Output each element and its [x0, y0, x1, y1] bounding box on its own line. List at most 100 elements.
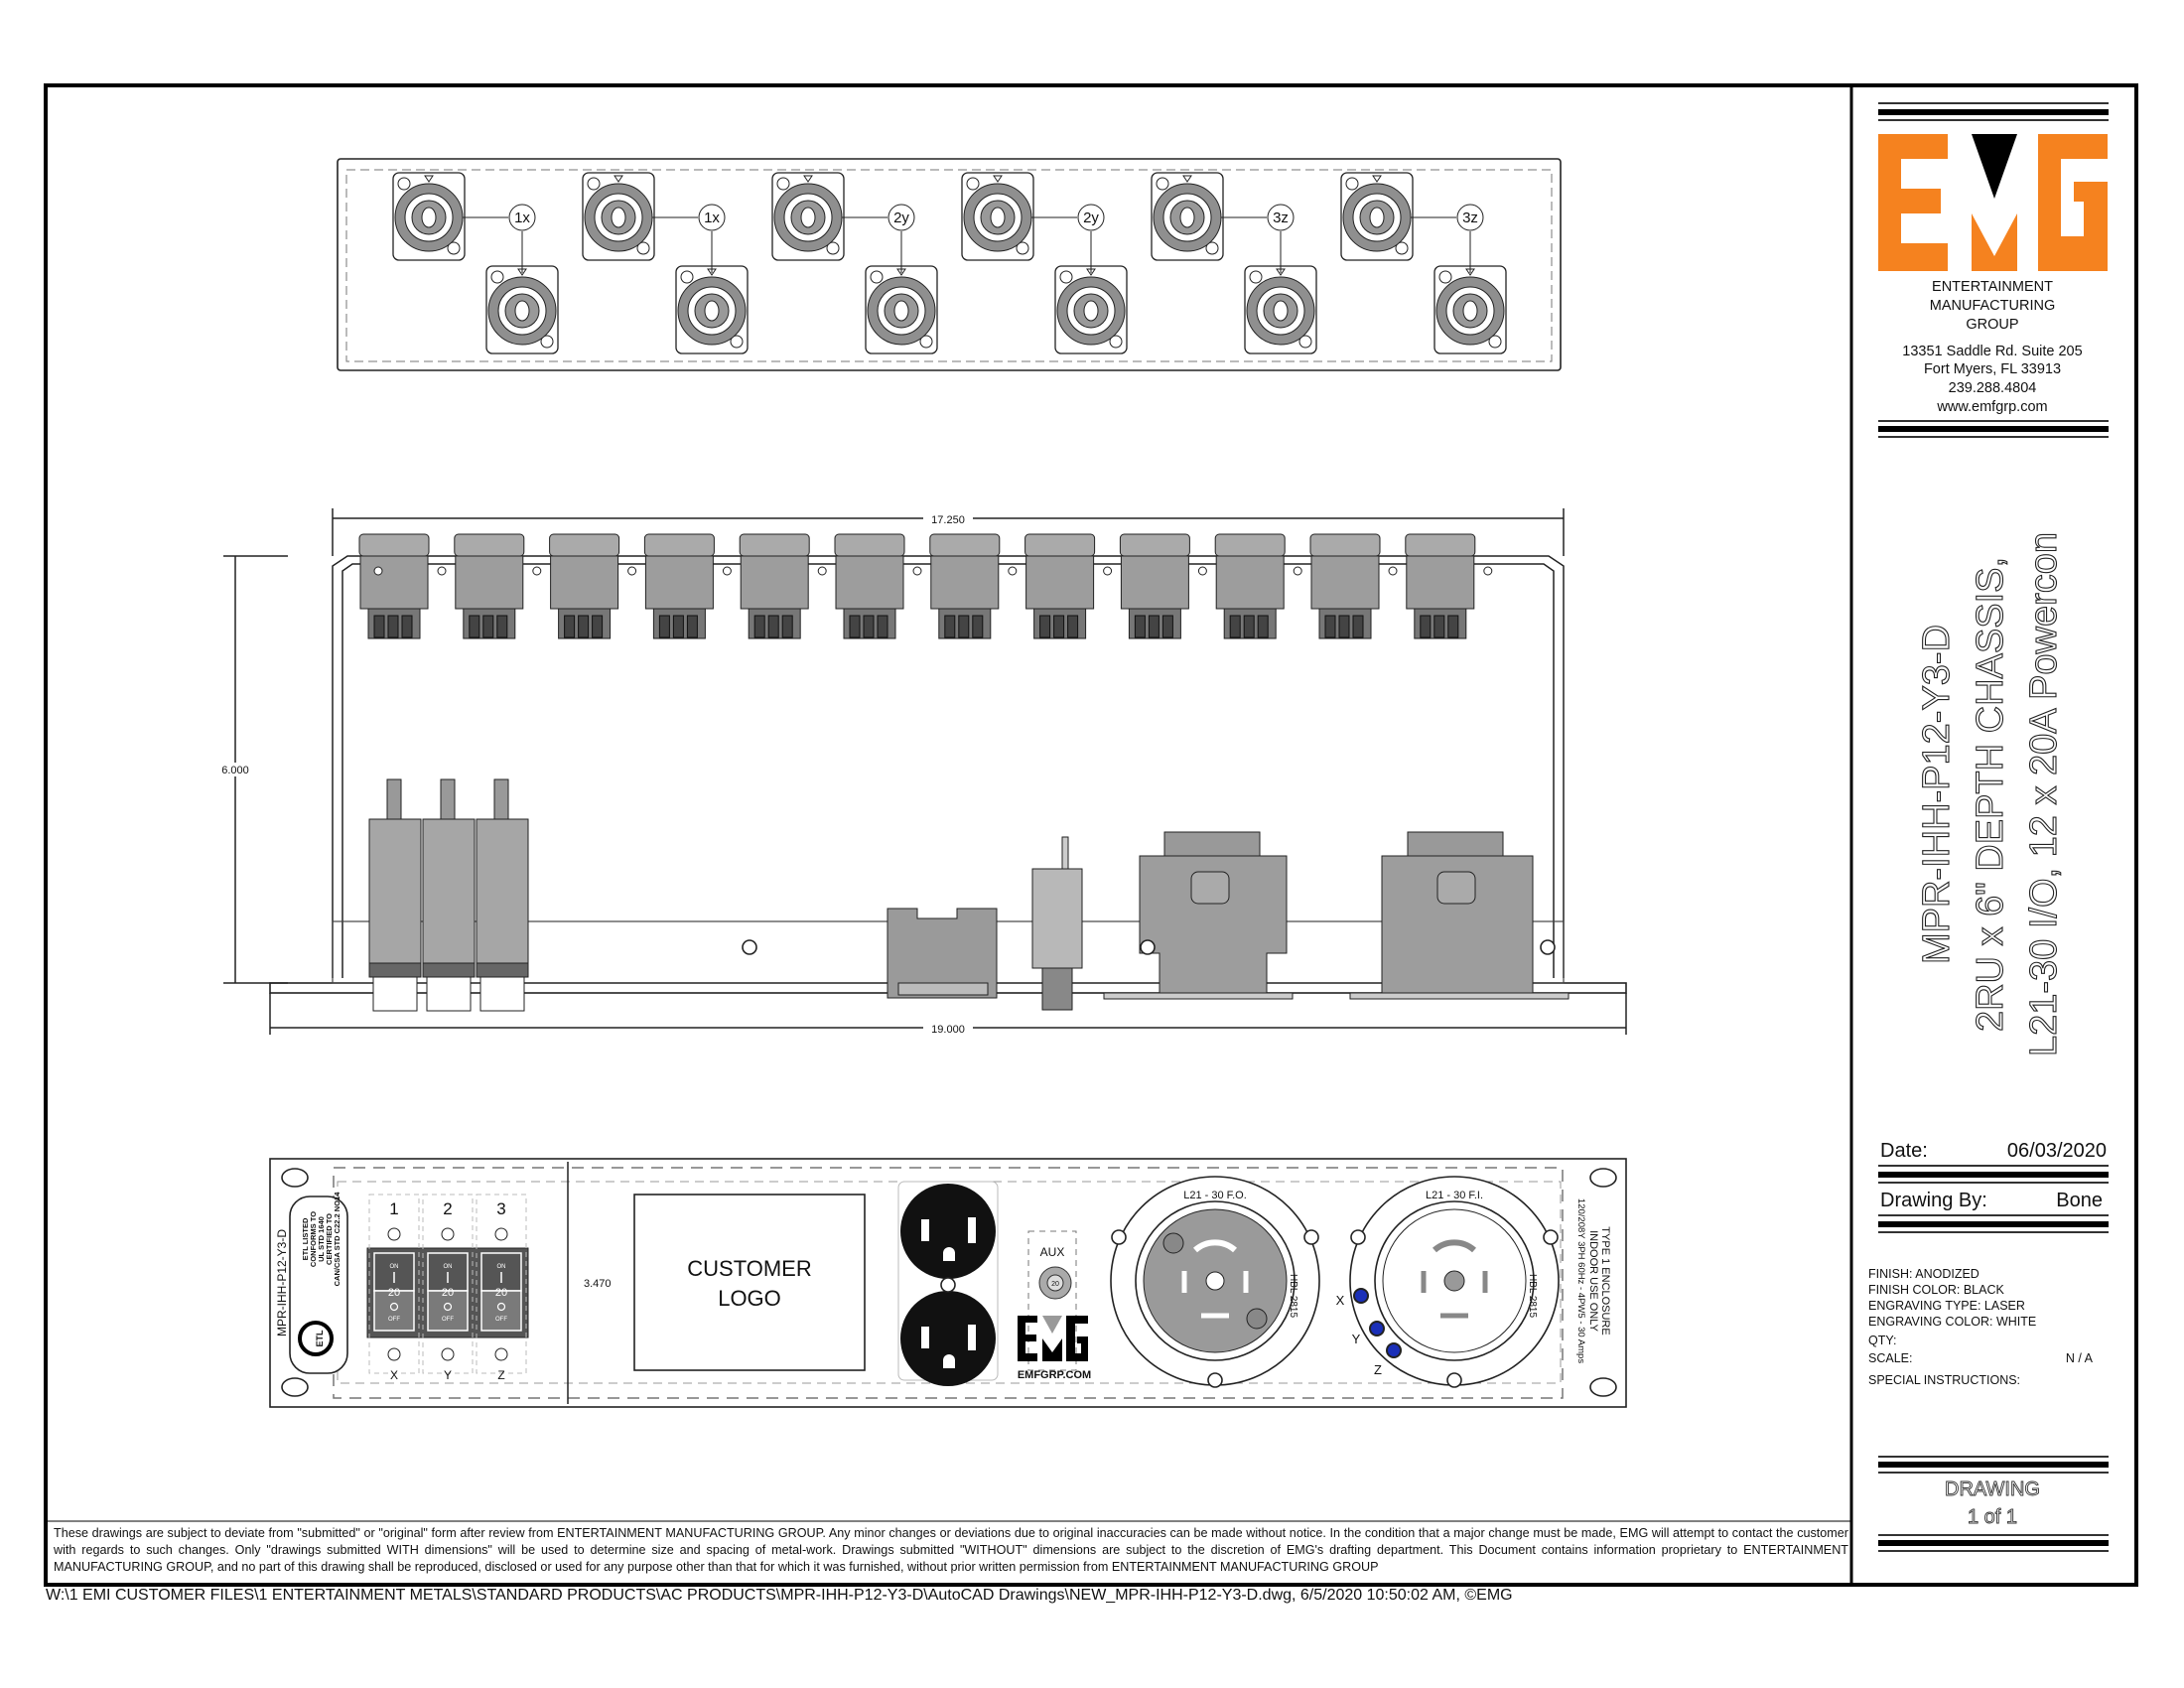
outlet-receptacle	[900, 1291, 996, 1386]
indicator-label: X	[1336, 1293, 1345, 1308]
powercon-connector[interactable]	[961, 172, 1034, 261]
powercon-body	[1309, 533, 1381, 639]
breaker-rating: 20	[442, 1287, 454, 1299]
panel-emg-logo: EMFGRP.COM	[1018, 1316, 1091, 1381]
powercon-connector[interactable]	[865, 265, 938, 354]
breaker-on-label: ON	[444, 1264, 453, 1270]
title-rule	[1878, 102, 2109, 121]
circuit-breakers-side	[368, 778, 529, 1012]
circuit-callout	[1456, 204, 1484, 231]
etl-line: UL STD 1640	[317, 1216, 326, 1262]
website-link[interactable]: www.emfgrp.com	[1936, 399, 2047, 415]
enclosure-rating: TYPE 1 ENCLOSURE INDOOR USE ONLY 120/208…	[1575, 1198, 1611, 1363]
mount-screw	[817, 566, 827, 576]
powercon-connector[interactable]	[1244, 265, 1317, 354]
mount-screw	[1388, 566, 1398, 576]
mount-screw	[1103, 566, 1113, 576]
breaker-rating: 20	[495, 1287, 507, 1299]
dimension-text: 19.000	[931, 1024, 965, 1036]
breaker-phase-label: X	[390, 1368, 398, 1382]
input-connector-label: L21 - 30 F.I.	[1426, 1190, 1483, 1201]
dimension-depth: 6.000	[213, 555, 288, 984]
dimension-height: 3.470	[567, 1162, 612, 1404]
enclosure-line: INDOOR USE ONLY	[1587, 1230, 1599, 1333]
powercon-body	[549, 533, 620, 639]
dimension-inner-width: 17.250	[332, 508, 1565, 556]
powercon-body	[834, 533, 905, 639]
mount-screw	[373, 566, 383, 576]
rear-panel-view: 1x 1x 2y 2y 3z 3z	[337, 158, 1562, 371]
title-rule	[1878, 1165, 2109, 1184]
powercon-connector[interactable]	[1054, 265, 1128, 354]
breaker-on-label: ON	[497, 1264, 506, 1270]
duplex-outlet[interactable]	[897, 1181, 999, 1386]
circuit-label: 3z	[1462, 210, 1478, 226]
breaker-phase-label: Y	[444, 1368, 452, 1382]
breaker-off-label: OFF	[388, 1317, 400, 1323]
circuit-callout	[508, 204, 536, 231]
title-rule	[1878, 1214, 2109, 1233]
mount-screw	[532, 566, 542, 576]
powercon-body	[1214, 533, 1286, 639]
breaker-side	[368, 778, 422, 1012]
powercon-connector[interactable]	[1151, 172, 1224, 261]
fuse-rating: 20	[1051, 1281, 1059, 1288]
emg-logo	[1878, 134, 2108, 271]
drawing-title-line: L21-30 I/O, 12 x 20A Powercon	[2023, 532, 2065, 1056]
address-line: Fort Myers, FL 33913	[1924, 361, 2061, 377]
powercon-body	[1119, 533, 1190, 639]
address-line: 13351 Saddle Rd. Suite 205	[1902, 344, 2082, 359]
breaker-on-label: ON	[390, 1264, 399, 1270]
breaker-number: 3	[496, 1199, 505, 1218]
phone-number: 239.288.4804	[1949, 380, 2037, 396]
connector-part-label: HBL 2815	[1288, 1274, 1298, 1319]
customer-logo-line: CUSTOMER	[687, 1256, 812, 1281]
etl-line: CONFORMS TO	[309, 1211, 318, 1267]
powercon-connector[interactable]	[392, 172, 466, 261]
powercon-body	[643, 533, 715, 639]
title-rule	[1878, 1534, 2109, 1552]
indicator-light-y	[1369, 1321, 1385, 1336]
circuit-callout	[1267, 204, 1295, 231]
powercon-connector[interactable]	[771, 172, 845, 261]
title-block: ENTERTAINMENT MANUFACTURING GROUP 13351 …	[1868, 102, 2109, 1552]
powercon-connector[interactable]	[675, 265, 749, 354]
powercon-connector[interactable]	[582, 172, 655, 261]
indicator-light-x	[1353, 1288, 1369, 1304]
mount-screw	[722, 566, 732, 576]
etl-label: ETL LISTED CONFORMS TO UL STD 1640 CERTI…	[289, 1192, 348, 1374]
breaker-side	[476, 778, 529, 1012]
aux-fuse[interactable]: AUX 20	[1027, 1230, 1077, 1371]
mount-screw	[1197, 566, 1207, 576]
powercon-connector[interactable]	[1433, 265, 1507, 354]
rack-ears	[281, 1168, 1617, 1397]
qty-label: QTY:	[1868, 1334, 1896, 1347]
outlet-receptacle	[900, 1184, 996, 1279]
dimension-text: 17.250	[931, 514, 965, 526]
etl-mark: ETL	[315, 1330, 325, 1347]
mount-screw	[742, 939, 757, 955]
drawing-title-line: MPR-IHH-P12-Y3-D	[1916, 625, 1958, 964]
company-name-line: GROUP	[1966, 317, 2018, 333]
drawn-by-label: Drawing By:	[1880, 1190, 1987, 1211]
powercon-connector[interactable]	[1340, 172, 1414, 261]
l21-30-output-connector[interactable]: L21 - 30 F.O. HBL 2815	[1110, 1176, 1320, 1388]
top-view: 17.250	[213, 508, 1627, 1036]
special-instructions-label: SPECIAL INSTRUCTIONS:	[1868, 1373, 2020, 1387]
mount-screw	[1008, 566, 1018, 576]
l21-output-body	[1103, 831, 1294, 1000]
indicator-light-z	[1386, 1342, 1402, 1358]
powercon-connector[interactable]	[485, 265, 559, 354]
front-panel-view: MPR-IHH-P12-Y3-D ETL LISTED CONFORMS TO …	[269, 1158, 1627, 1408]
scale-label: SCALE:	[1868, 1351, 1912, 1365]
spec-engraving-type: ENGRAVING TYPE: LASER	[1868, 1299, 2025, 1313]
powercon-body	[929, 533, 1001, 639]
date-value: 06/03/2020	[2007, 1140, 2107, 1162]
l21-30-input-connector[interactable]: L21 - 30 F.I. HBL 2815	[1349, 1176, 1560, 1388]
company-name-line: MANUFACTURING	[1930, 298, 2055, 314]
